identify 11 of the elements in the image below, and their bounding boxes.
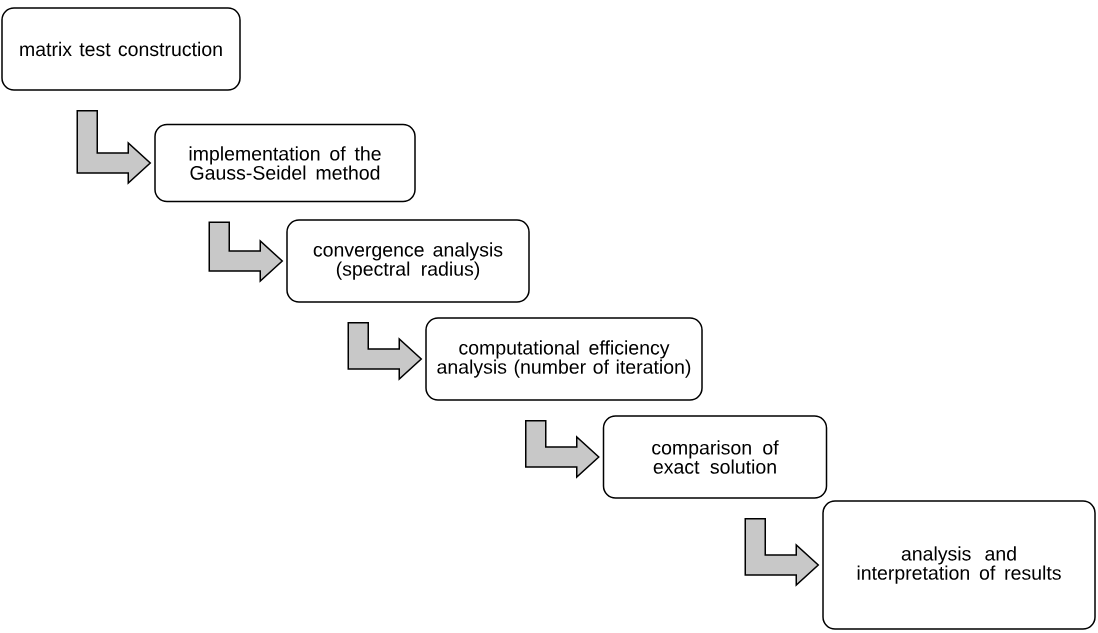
block-arrow [525, 420, 600, 479]
block-arrow [76, 110, 152, 185]
process-box: convergence analysis (spectral radius) [286, 219, 530, 303]
block-arrow [744, 518, 820, 587]
process-box: matrix test construction [1, 7, 241, 91]
process-box: analysis and interpretation of results [822, 500, 1096, 630]
process-box: computational efficiency analysis (number of iteration) [425, 317, 703, 401]
process-box: implementation of the Gauss-Seidel method [154, 123, 416, 203]
block-arrow [208, 221, 284, 283]
process-box: comparison of exact solution [602, 415, 828, 499]
block-arrow [347, 322, 423, 381]
